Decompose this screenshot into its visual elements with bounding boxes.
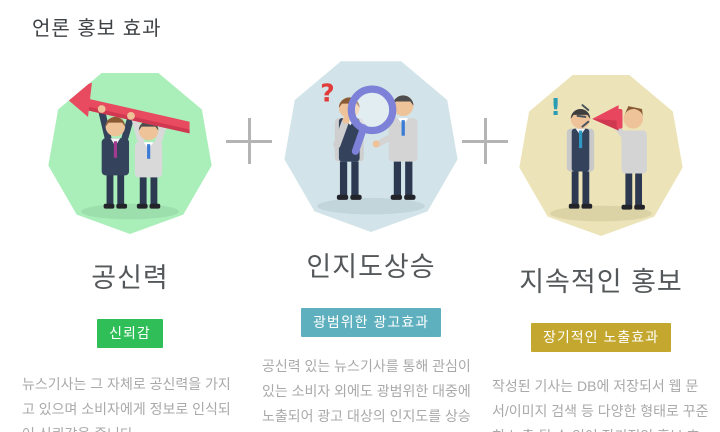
plus-icon: [462, 118, 508, 164]
question-mark: ?: [320, 79, 334, 108]
megaphone-icon: [592, 105, 623, 131]
two-men-with-magnifier-icon: ?: [317, 79, 425, 215]
sustained-illustration: !: [519, 74, 683, 236]
heading-credibility: 공신력: [91, 263, 169, 293]
magnifier-icon: [347, 85, 397, 155]
sound-lines-icon: [576, 104, 590, 128]
description-credibility: 뉴스기사는 그 자체로 공신력을 가지고 있으며 소비자에게 정보로 인식되어 …: [22, 376, 231, 432]
credibility-illustration: [48, 72, 212, 234]
description-awareness: 공신력 있는 뉴스기사를 통해 관심이 있는 소비자 외에도 광범위한 대중에 …: [262, 358, 471, 424]
man-with-megaphone-icon: !: [550, 93, 652, 222]
badge-broad-ad-effect: 광범위한 광고효과: [301, 308, 441, 337]
two-men-holding-arrow-icon: [61, 82, 190, 220]
page-title: 언론 홍보 효과: [32, 18, 162, 40]
awareness-illustration: ?: [284, 61, 458, 232]
rising-arrow-icon: [61, 82, 190, 134]
heading-awareness: 인지도상승: [306, 252, 436, 282]
badge-trust: 신뢰감: [97, 319, 163, 348]
plus-icon: [226, 118, 272, 164]
exclamation-mark: !: [550, 93, 561, 121]
column-awareness: ? 인지도상승 광범위한 광고효과 공: [262, 56, 480, 432]
heading-sustained: 지속적인 홍보: [519, 267, 683, 297]
column-sustained: !: [492, 70, 710, 432]
column-credibility: 공신력 신뢰감 뉴스기사는 그 자체로 공신력을 가지고 있으며 소비자에게 정…: [22, 68, 238, 432]
badge-longterm-exposure: 장기적인 노출효과: [531, 323, 671, 352]
description-sustained: 작성된 기사는 DB에 저장되서 웹 문서/이미지 검색 등 다양한 형태로 꾸…: [492, 378, 709, 432]
